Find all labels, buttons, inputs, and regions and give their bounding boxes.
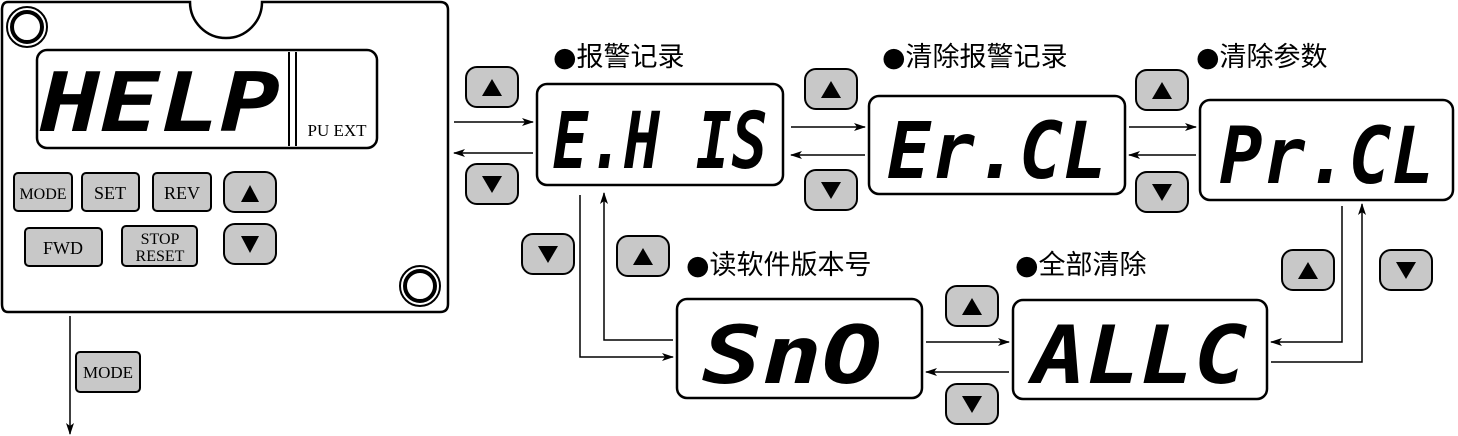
down-button[interactable]: [223, 223, 277, 265]
svg-text:FWD: FWD: [43, 238, 83, 258]
screen-display: E.H IS: [553, 97, 768, 187]
up-arrow-icon: [821, 81, 841, 98]
up-arrow-icon: [1152, 82, 1172, 99]
down-key[interactable]: [945, 383, 999, 425]
up-key[interactable]: [465, 66, 519, 108]
screen-software-version: SnO: [675, 297, 924, 402]
svg-text:MODE: MODE: [19, 186, 66, 203]
down-arrow-icon: [1152, 184, 1172, 201]
caption-clear-alarm: ●清除报警记录: [882, 42, 1068, 73]
down-arrow-icon: [821, 182, 841, 199]
caption-alarm-history: ●报警记录: [553, 42, 685, 73]
svg-text:SET: SET: [94, 183, 126, 203]
up-key[interactable]: [1281, 249, 1335, 291]
down-arrow-icon: [1396, 262, 1416, 279]
screen-alarm-history: E.H IS: [535, 82, 785, 187]
down-arrow-icon: [482, 176, 502, 193]
down-key[interactable]: [804, 169, 858, 211]
mode-button[interactable]: MODE: [13, 172, 73, 212]
screw-hole-top-left-icon: [6, 6, 48, 48]
up-key[interactable]: [616, 235, 670, 277]
caption-all-clear: ●全部清除: [1015, 250, 1147, 281]
down-key[interactable]: [521, 233, 575, 275]
down-arrow-icon: [538, 246, 558, 263]
screen-clear-params: Pr.CL: [1198, 98, 1455, 202]
stop-reset-button[interactable]: STOP: [121, 225, 198, 267]
up-key[interactable]: [945, 285, 999, 327]
rev-button[interactable]: REV: [152, 172, 212, 212]
up-arrow-icon: [1298, 262, 1318, 279]
up-arrow-icon: [962, 298, 982, 315]
svg-text:REV: REV: [164, 183, 200, 203]
down-arrow-icon: [241, 236, 259, 253]
svg-text:STOP: STOP: [141, 231, 180, 248]
set-button[interactable]: SET: [81, 172, 140, 212]
up-arrow-icon: [482, 79, 502, 96]
panel-display-text: HELP: [39, 56, 280, 151]
down-arrow-icon: [962, 396, 982, 413]
screen-display: SnO: [702, 309, 882, 402]
stop-reset-label-line2: RESET: [136, 248, 185, 265]
down-key[interactable]: [465, 163, 519, 205]
fwd-button[interactable]: FWD: [24, 227, 103, 267]
down-key[interactable]: [1135, 171, 1189, 213]
panel-display: [35, 48, 379, 150]
screen-display: Er.CL: [887, 107, 1107, 197]
screen-display: ALLC: [1027, 309, 1248, 402]
svg-text:MODE: MODE: [83, 363, 133, 382]
screen-display: Pr.CL: [1220, 112, 1435, 202]
up-arrow-icon: [633, 248, 653, 265]
up-key[interactable]: [1135, 69, 1189, 111]
operation-panel: HELP PU EXT MODE SET REV FWD STOP RESET: [0, 0, 450, 314]
down-key[interactable]: [1379, 249, 1433, 291]
screw-hole-bottom-right-icon: [399, 265, 441, 307]
up-key[interactable]: [804, 68, 858, 110]
flow-arrows: [453, 118, 1366, 376]
up-button[interactable]: [223, 171, 277, 213]
pu-ext-indicator: PU EXT: [307, 121, 367, 140]
screen-clear-alarm: Er.CL: [867, 94, 1127, 197]
mode-key[interactable]: MODE: [75, 351, 141, 393]
up-arrow-icon: [241, 185, 259, 202]
screen-all-clear: ALLC: [1011, 298, 1269, 402]
caption-software-version: ●读软件版本号: [686, 250, 872, 281]
caption-clear-params: ●清除参数: [1196, 42, 1328, 73]
